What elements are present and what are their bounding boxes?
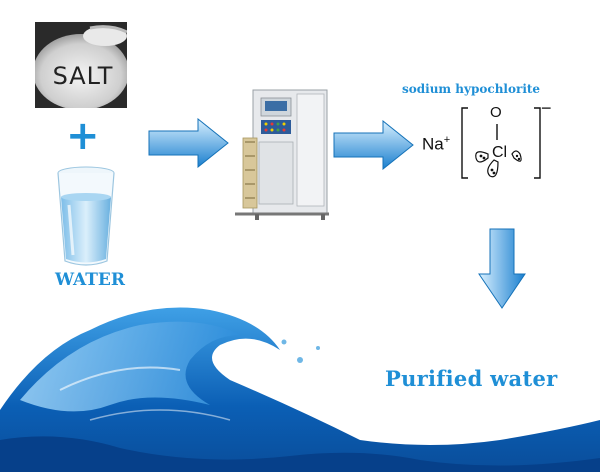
water-label: WATER: [54, 270, 125, 290]
water-wave-image: [0, 307, 600, 472]
sodium-cation: Na+: [422, 134, 451, 154]
right-arrow-icon: [148, 118, 229, 168]
oxygen-atom: O: [490, 104, 502, 121]
salt-image: [35, 22, 127, 108]
down-arrow-icon: [478, 228, 526, 309]
hypochlorite-structure-icon: [461, 107, 541, 179]
formula-title: sodium hypochlorite: [402, 82, 541, 96]
purified-water-label: Purified water: [385, 366, 558, 391]
chlorine-atom: Cl: [492, 144, 508, 161]
generator-machine-image: [235, 89, 329, 220]
salt-label: SALT: [52, 62, 114, 90]
water-glass-icon: [57, 166, 115, 266]
plus-sign: +: [66, 113, 100, 159]
right-arrow-icon: [333, 120, 414, 170]
anion-charge: −: [541, 98, 552, 118]
